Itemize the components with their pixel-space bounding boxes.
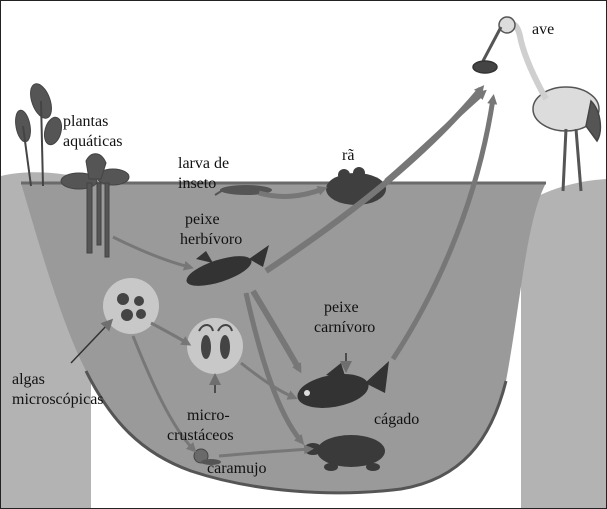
label-herbivoro-2: herbívoro <box>180 230 242 249</box>
label-plantas-2: aquáticas <box>63 132 123 151</box>
label-algas-2: microscópicas <box>12 390 104 409</box>
label-ave: ave <box>532 20 554 39</box>
label-micro-1: micro- <box>187 406 230 425</box>
label-herbivoro-1: peixe <box>185 210 220 229</box>
right-bank <box>521 179 606 508</box>
label-larva-2: inseto <box>178 174 216 193</box>
label-algas-1: algas <box>12 370 45 389</box>
algae-circle <box>103 278 159 334</box>
label-carnivoro-2: carnívoro <box>314 318 375 337</box>
label-larva-1: larva de <box>178 154 229 173</box>
label-ra: rã <box>342 146 354 165</box>
frog <box>326 167 386 205</box>
label-carnivoro-1: peixe <box>324 298 359 317</box>
label-plantas-1: plantas <box>63 112 108 131</box>
label-caramujo: caramujo <box>207 459 267 478</box>
microcrustacean-circle <box>187 318 243 374</box>
label-micro-2: crustáceos <box>167 426 234 445</box>
label-cagado: cágado <box>374 410 419 429</box>
